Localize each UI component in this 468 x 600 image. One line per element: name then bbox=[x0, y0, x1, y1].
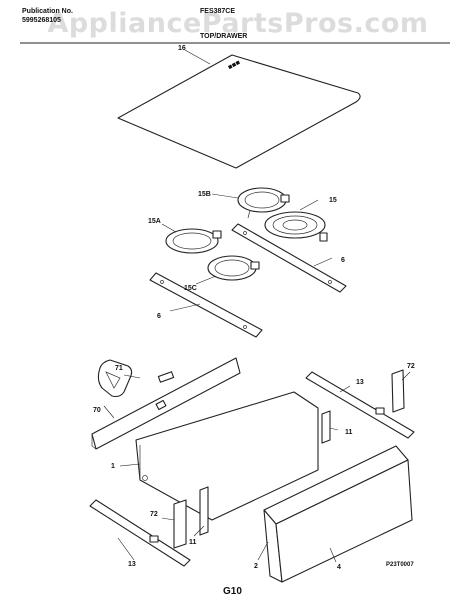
leader-71 bbox=[123, 374, 141, 379]
surface-element-15c bbox=[207, 255, 260, 281]
leader-16 bbox=[184, 49, 211, 65]
drawer-guide-right bbox=[321, 410, 331, 444]
callout-72-right: 72 bbox=[407, 363, 415, 370]
leader-72l bbox=[161, 517, 175, 521]
glass-cooktop: ■■■ bbox=[117, 54, 361, 169]
drawer-body bbox=[135, 391, 319, 521]
publication-number: 5995268105 bbox=[22, 17, 61, 24]
leader-72r bbox=[401, 371, 411, 381]
leader-13l bbox=[117, 537, 135, 561]
callout-72-left: 72 bbox=[150, 511, 158, 518]
callout-11-right: 11 bbox=[345, 429, 353, 436]
surface-element-15b bbox=[237, 187, 290, 219]
callout-6-right: 6 bbox=[341, 257, 345, 264]
leader-15b bbox=[211, 193, 239, 199]
callout-1: 1 bbox=[111, 463, 115, 470]
watermark: AppliancePartsPros.com bbox=[47, 8, 429, 39]
leader-2 bbox=[257, 541, 269, 561]
callout-15a: 15A bbox=[148, 218, 161, 225]
callout-15b: 15B bbox=[198, 191, 211, 198]
section-title: TOP/DRAWER bbox=[200, 33, 248, 40]
rail-bracket-right bbox=[391, 369, 405, 413]
callout-6-left: 6 bbox=[157, 313, 161, 320]
element-bracket-left bbox=[149, 272, 263, 338]
callout-15c: 15C bbox=[184, 285, 197, 292]
leader-11r bbox=[329, 427, 339, 431]
front-frame bbox=[91, 357, 241, 450]
callout-11-left: 11 bbox=[189, 539, 197, 546]
callout-15: 15 bbox=[329, 197, 337, 204]
model-number: FES387CE bbox=[200, 8, 236, 15]
leader-11l bbox=[193, 525, 205, 537]
leader-15a bbox=[161, 223, 177, 233]
leader-15 bbox=[299, 199, 319, 211]
leader-1 bbox=[119, 463, 141, 467]
drawer-rail-left bbox=[89, 499, 191, 567]
page-label: G10 bbox=[223, 586, 242, 597]
callout-71: 71 bbox=[115, 365, 123, 372]
drawer-panel bbox=[275, 459, 413, 583]
rail-bracket-left bbox=[173, 499, 187, 549]
drawer-front bbox=[263, 445, 409, 583]
callout-16: 16 bbox=[178, 45, 186, 52]
surface-element-15a bbox=[165, 228, 222, 254]
callout-13-left: 13 bbox=[128, 561, 136, 568]
leader-4 bbox=[329, 547, 337, 563]
leader-13r bbox=[339, 385, 351, 393]
callout-4: 4 bbox=[337, 564, 341, 571]
surface-element-15 bbox=[264, 211, 328, 242]
callout-2: 2 bbox=[254, 563, 258, 570]
drawer-rail-right bbox=[305, 371, 415, 439]
leader-6r bbox=[313, 257, 333, 267]
drawer-guide-left bbox=[199, 486, 209, 536]
diagram-code: P23T0007 bbox=[386, 562, 414, 568]
burner-switch-detail bbox=[97, 359, 175, 398]
callout-13-right: 13 bbox=[356, 379, 364, 386]
leader-6l bbox=[169, 303, 201, 312]
leader-70 bbox=[103, 405, 115, 419]
leader-15c bbox=[195, 275, 217, 285]
publication-label: Publication No. bbox=[22, 8, 73, 15]
callout-70: 70 bbox=[93, 407, 101, 414]
element-bracket-right bbox=[231, 223, 347, 293]
